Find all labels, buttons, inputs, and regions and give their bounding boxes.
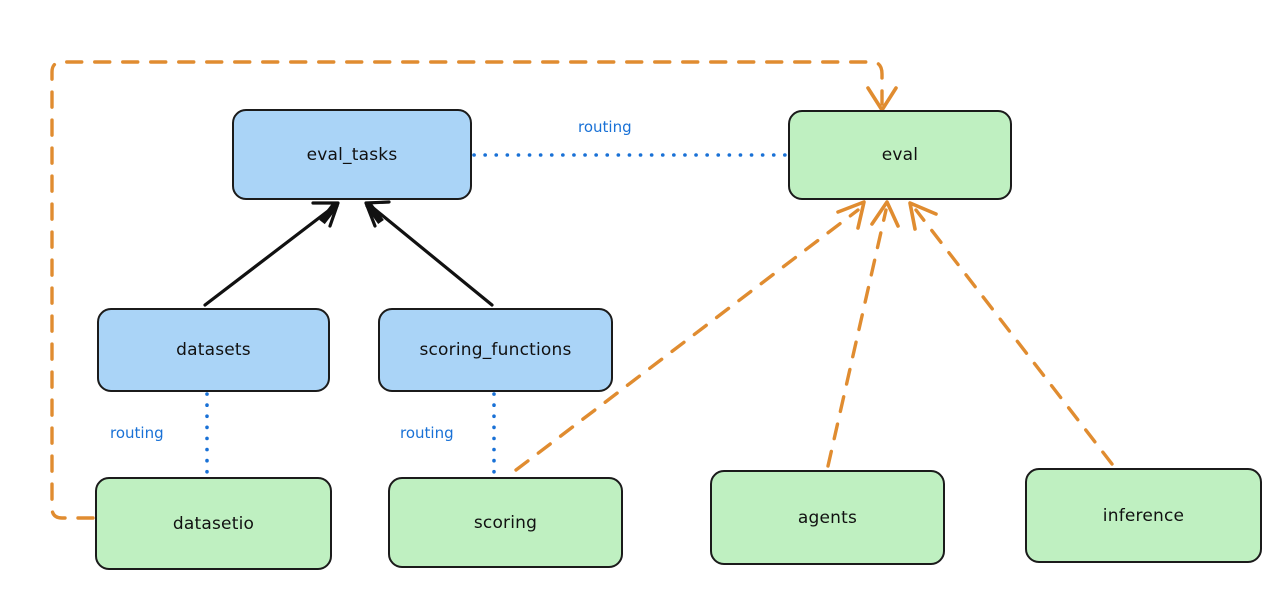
node-label-inference: inference	[1102, 505, 1185, 526]
node-agents[interactable]: agents	[710, 470, 945, 565]
node-label-datasets: datasets	[176, 340, 251, 360]
node-datasetio[interactable]: datasetio	[95, 477, 332, 570]
node-scoring[interactable]: scoring	[388, 477, 623, 568]
node-eval-tasks[interactable]: eval_tasks	[232, 109, 472, 200]
node-label-agents: agents	[797, 507, 858, 528]
node-label-scoring: scoring	[473, 512, 538, 533]
edge-scoring-functions-to-eval-tasks	[364, 200, 494, 307]
node-inference[interactable]: inference	[1025, 468, 1262, 563]
node-label-scoring-functions: scoring_functions	[419, 340, 572, 360]
edge-agents-to-eval-dependency	[826, 200, 900, 468]
edge-label-routing-eval: routing	[578, 118, 632, 136]
node-label-datasetio: datasetio	[172, 513, 255, 534]
node-label-eval-tasks: eval_tasks	[306, 144, 398, 165]
edge-scoring-to-eval-dependency	[514, 200, 866, 472]
edge-label-routing-scoring: routing	[400, 424, 454, 442]
node-scoring-functions[interactable]: scoring_functions	[378, 308, 613, 392]
node-eval[interactable]: eval	[788, 110, 1012, 200]
node-datasets[interactable]: datasets	[97, 308, 330, 392]
edge-datasets-to-eval-tasks	[203, 201, 340, 307]
node-label-eval: eval	[881, 145, 919, 165]
edge-label-routing-datasetio: routing	[110, 424, 164, 442]
edge-inference-to-eval-dependency	[908, 201, 1114, 466]
